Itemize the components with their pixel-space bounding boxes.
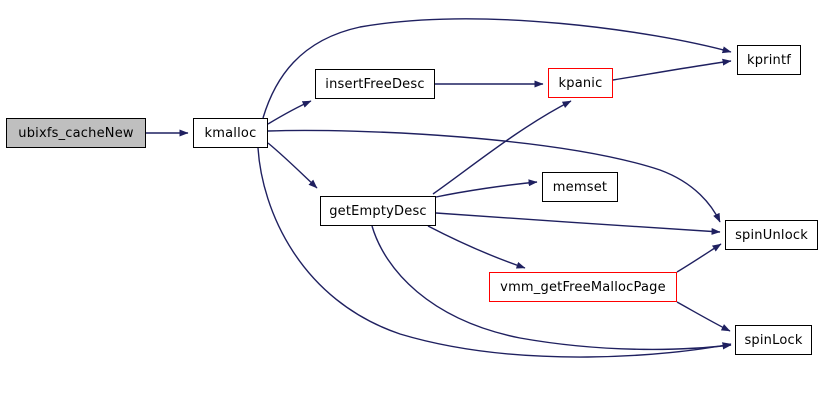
node-spinLock[interactable]: spinLock bbox=[735, 325, 812, 355]
node-label: kpanic bbox=[558, 75, 603, 91]
node-label: spinLock bbox=[744, 332, 803, 348]
edge-kmalloc-spinLock bbox=[257, 147, 732, 358]
node-insertFreeDesc[interactable]: insertFreeDesc bbox=[315, 69, 435, 99]
node-memset[interactable]: memset bbox=[542, 172, 618, 202]
node-spinUnlock[interactable]: spinUnlock bbox=[725, 220, 818, 250]
node-label: kmalloc bbox=[204, 125, 257, 141]
edge-kmalloc-kprintf bbox=[262, 18, 732, 119]
edge-getEmptyDesc-vmm_getFreeMallocPage bbox=[427, 225, 526, 269]
node-getEmptyDesc[interactable]: getEmptyDesc bbox=[320, 196, 436, 226]
node-kprintf[interactable]: kprintf bbox=[737, 45, 801, 75]
edge-getEmptyDesc-memset bbox=[435, 179, 538, 198]
edge-getEmptyDesc-kpanic bbox=[432, 100, 572, 195]
edge-kmalloc-spinUnlock bbox=[267, 129, 721, 223]
node-label: kprintf bbox=[746, 52, 792, 68]
edge-kpanic-kprintf bbox=[612, 58, 732, 81]
edge-kmalloc-insertFreeDesc bbox=[267, 100, 312, 125]
node-label: vmm_getFreeMallocPage bbox=[500, 279, 666, 295]
edge-getEmptyDesc-spinUnlock bbox=[435, 212, 721, 235]
node-label: getEmptyDesc bbox=[329, 203, 427, 219]
edge-group bbox=[146, 18, 732, 358]
edge-vmm_getFreeMallocPage-spinLock bbox=[676, 301, 731, 332]
node-kmalloc[interactable]: kmalloc bbox=[193, 118, 268, 148]
node-kpanic[interactable]: kpanic bbox=[548, 68, 613, 98]
node-label: memset bbox=[552, 179, 608, 195]
node-label: insertFreeDesc bbox=[325, 76, 425, 92]
node-ubixfs_cacheNew[interactable]: ubixfs_cacheNew bbox=[6, 118, 146, 148]
node-vmm_getFreeMallocPage[interactable]: vmm_getFreeMallocPage bbox=[489, 272, 677, 302]
node-label: ubixfs_cacheNew bbox=[18, 125, 134, 141]
edge-getEmptyDesc-spinLock bbox=[371, 225, 732, 351]
edge-vmm_getFreeMallocPage-spinUnlock bbox=[676, 243, 722, 273]
edge-kmalloc-getEmptyDesc bbox=[267, 142, 318, 189]
node-label: spinUnlock bbox=[735, 227, 808, 243]
